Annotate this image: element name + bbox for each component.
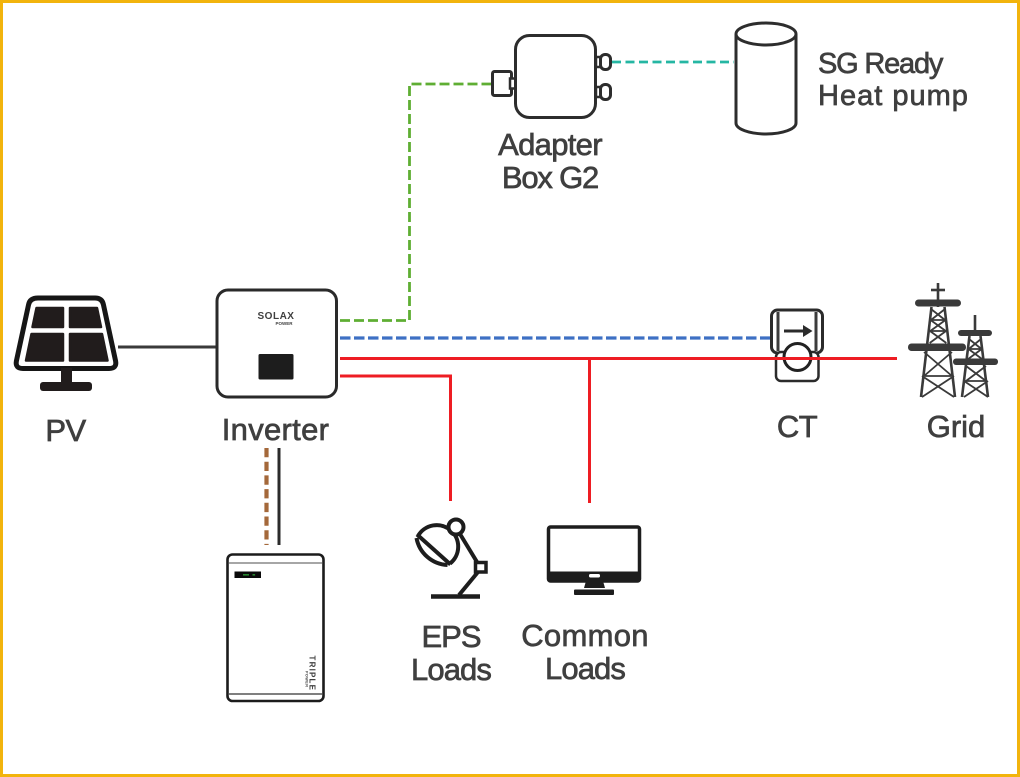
svg-text:TRIPLE: TRIPLE <box>308 656 317 692</box>
svg-text:Loads: Loads <box>545 651 625 686</box>
svg-text:PV: PV <box>45 413 86 448</box>
svg-text:Heat pump: Heat pump <box>818 80 969 112</box>
svg-text:Common: Common <box>521 618 649 653</box>
svg-text:Box G2: Box G2 <box>502 160 598 195</box>
svg-text:Inverter: Inverter <box>222 412 330 447</box>
svg-text:Grid: Grid <box>927 409 986 444</box>
svg-text:Adapter: Adapter <box>498 127 602 162</box>
svg-text:POWER: POWER <box>275 321 293 326</box>
svg-text:EPS: EPS <box>421 619 480 654</box>
svg-text:Loads: Loads <box>411 652 491 687</box>
svg-text:SG Ready: SG Ready <box>818 48 944 80</box>
svg-text:CT: CT <box>777 409 818 444</box>
svg-text:POWER: POWER <box>305 671 309 687</box>
svg-text:SOLAX: SOLAX <box>258 311 295 322</box>
